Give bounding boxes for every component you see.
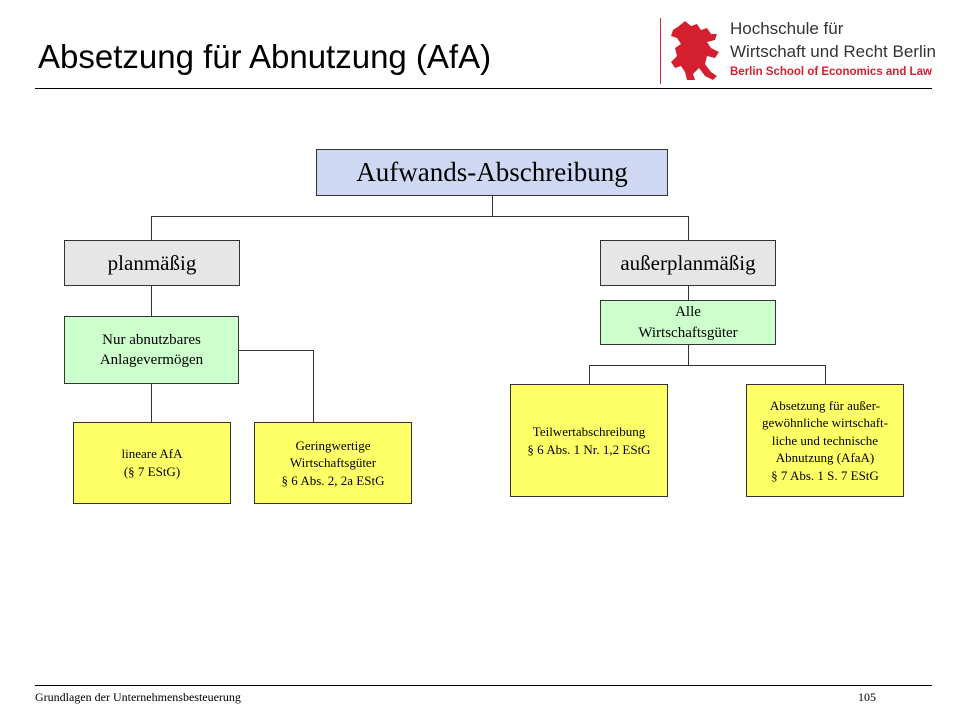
connector xyxy=(313,350,314,422)
footer-divider xyxy=(35,685,932,686)
node-planmaessig: planmäßig xyxy=(64,240,240,286)
page-number: 105 xyxy=(858,690,876,704)
header-divider xyxy=(35,88,932,89)
connector xyxy=(825,365,826,384)
page-title: Absetzung für Abnutzung (AfA) xyxy=(38,38,492,75)
connector xyxy=(589,365,825,366)
node-geringwertige-wirtschaftsgueter: Geringwertige Wirtschaftsgüter § 6 Abs. … xyxy=(254,422,412,504)
connector xyxy=(688,345,689,365)
connector xyxy=(239,350,313,351)
logo-divider xyxy=(660,18,661,84)
node-nur-abnutzbares-anlagevermoegen: Nur abnutzbares Anlagevermögen xyxy=(64,316,239,384)
connector xyxy=(151,286,152,316)
logo-line-2: Wirtschaft und Recht Berlin xyxy=(730,42,936,61)
connector xyxy=(492,196,493,216)
node-alle-wirtschaftsgueter: Alle Wirtschaftsgüter xyxy=(600,300,776,345)
node-aufwands-abschreibung: Aufwands-Abschreibung xyxy=(316,149,668,196)
logo-line-3: Berlin School of Economics and Law xyxy=(730,66,932,78)
node-afaa: Absetzung für außer- gewöhnliche wirtsch… xyxy=(746,384,904,497)
footer-course: Grundlagen der Unternehmensbesteuerung xyxy=(35,690,241,704)
node-lineare-afa: lineare AfA (§ 7 EStG) xyxy=(73,422,231,504)
connector xyxy=(151,384,152,422)
connector xyxy=(688,286,689,300)
logo-line-1: Hochschule für xyxy=(730,19,844,38)
berlin-bear-icon xyxy=(671,21,719,80)
connector xyxy=(151,216,688,217)
connector xyxy=(589,365,590,384)
connector xyxy=(151,216,152,240)
node-ausserplanmaessig: außerplanmäßig xyxy=(600,240,776,286)
node-teilwertabschreibung: Teilwertabschreibung § 6 Abs. 1 Nr. 1,2 … xyxy=(510,384,668,497)
connector xyxy=(688,216,689,240)
